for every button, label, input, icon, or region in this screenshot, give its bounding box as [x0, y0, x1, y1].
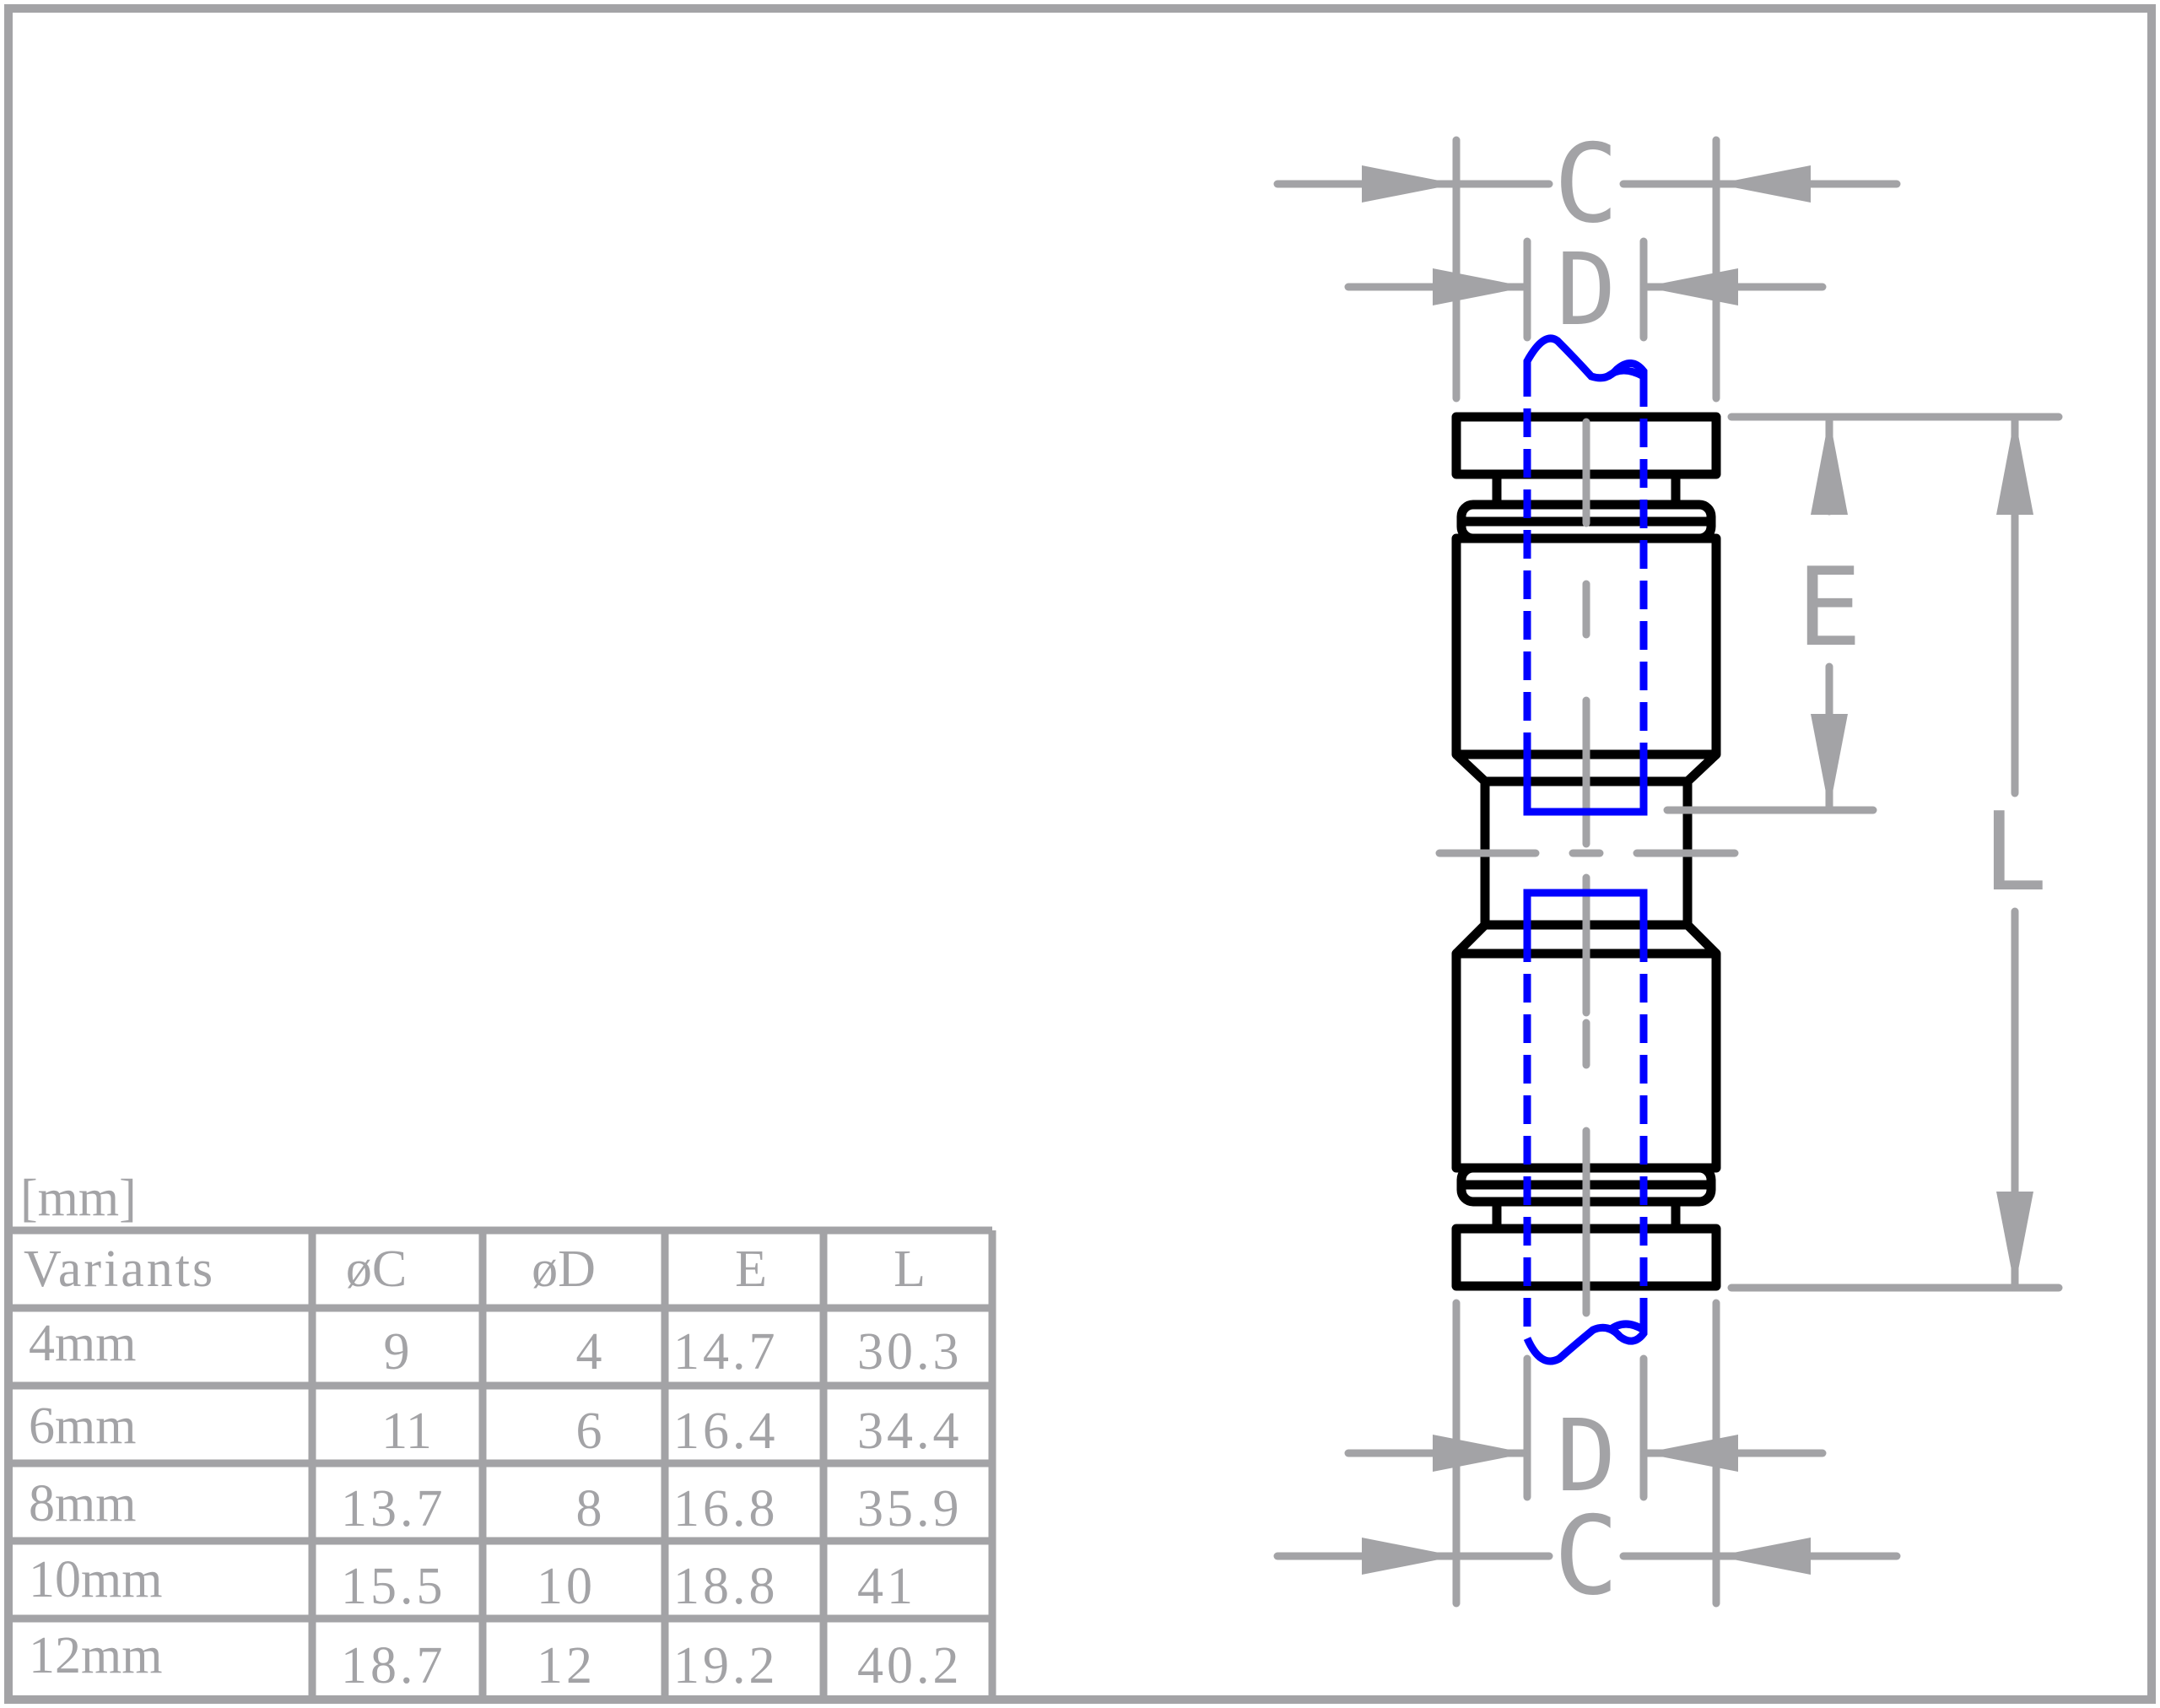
dimension-lines: [1273, 136, 2063, 1608]
table-cell-e: 16.8: [673, 1480, 779, 1538]
table-cell-l: 40.2: [857, 1637, 963, 1694]
table-cell-d: 10: [537, 1558, 596, 1615]
table-cell-variant: 6mm: [29, 1397, 136, 1455]
table-cell-e: 18.8: [673, 1558, 779, 1615]
table-cell-l: 41: [857, 1558, 916, 1615]
table-header-d: øD: [532, 1240, 596, 1298]
table-cell-d: 8: [576, 1480, 602, 1538]
tube: [1523, 334, 1648, 1365]
table-header-c: øC: [346, 1240, 407, 1298]
table-cell-d: 12: [537, 1637, 596, 1694]
table-cell-d: 6: [576, 1403, 602, 1460]
table-cell-e: 19.2: [673, 1637, 779, 1694]
table-cell-variant: 4mm: [29, 1315, 136, 1372]
table-cell-c: 18.7: [341, 1637, 446, 1694]
center-lines: [1435, 418, 1739, 1317]
table-cell-c: 11: [381, 1403, 432, 1460]
table-header-e: E: [735, 1240, 767, 1298]
table-cell-variant: 8mm: [29, 1475, 136, 1532]
table-cell-variant: 12mm: [29, 1627, 162, 1684]
top-tube-break: [1523, 334, 1648, 382]
dim-label-l: L: [1982, 790, 2047, 916]
table-cell-e: 14.7: [673, 1323, 779, 1381]
dim-label-c-bottom: C: [1553, 1494, 1618, 1619]
table-cell-l: 35.9: [857, 1480, 963, 1538]
unit-label: [mm]: [20, 1170, 137, 1227]
table-cell-variant: 10mm: [29, 1551, 162, 1608]
sheet-frame: [4, 4, 2156, 1704]
dimension-table-grid: [12, 1226, 996, 1696]
table-cell-l: 30.3: [857, 1323, 963, 1381]
table-cell-l: 34.4: [857, 1403, 963, 1460]
table-header-l: L: [894, 1240, 926, 1298]
dim-label-e: E: [1796, 545, 1861, 671]
dim-label-c-top: C: [1553, 122, 1618, 247]
table-cell-c: 13.7: [341, 1480, 446, 1538]
dim-label-d-bottom: D: [1556, 1397, 1616, 1514]
table-header-variants: Variants: [24, 1240, 215, 1298]
table-cell-c: 9: [384, 1323, 410, 1381]
table-cell-d: 4: [576, 1323, 602, 1381]
bottom-tube-break: [1523, 1323, 1648, 1365]
table-cell-c: 15.5: [341, 1558, 446, 1615]
dim-label-d-top: D: [1556, 231, 1616, 348]
table-cell-e: 16.4: [673, 1403, 779, 1460]
